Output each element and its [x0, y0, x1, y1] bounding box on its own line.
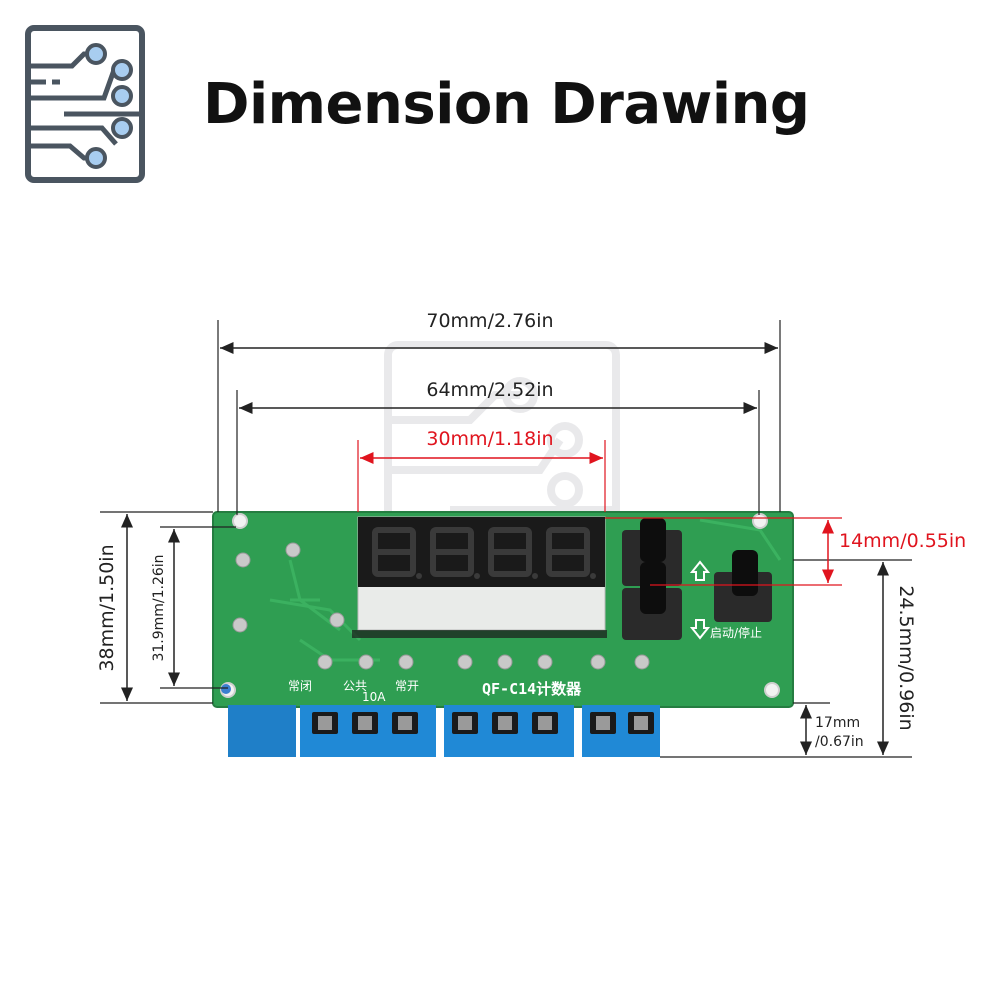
- down-arrow-icon: [689, 619, 711, 640]
- up-arrow-icon: [689, 560, 711, 581]
- up-button: [622, 518, 682, 586]
- dim-label-terminal-in: /0.67in: [815, 734, 864, 750]
- dim-label-width-total: 70mm/2.76in: [426, 310, 553, 332]
- label-normally-open: 常开: [395, 679, 419, 693]
- dim-label-width-display: 30mm/1.18in: [426, 428, 553, 450]
- label-normally-closed: 常闭: [288, 679, 312, 693]
- circuit-logo-icon: [25, 25, 145, 183]
- label-10a: 10A: [362, 690, 386, 704]
- dim-label-height-holes: 31.9mm/1.26in: [151, 554, 167, 661]
- dim-label-height-buttons: 14mm/0.55in: [839, 530, 966, 552]
- down-button: [622, 562, 682, 640]
- led-display: [352, 516, 607, 638]
- label-common: 公共: [343, 679, 367, 693]
- dim-label-terminal-mm: 17mm: [815, 715, 860, 731]
- dim-label-height-right: 24.5mm/0.96in: [895, 585, 917, 730]
- pcb-board: 启动/停止 常闭 公共 10A 常开 QF-C14计数器: [212, 511, 794, 708]
- board-model-label: QF-C14计数器: [482, 680, 582, 698]
- page-title: Dimension Drawing: [203, 72, 810, 137]
- dim-label-width-holes: 64mm/2.52in: [426, 379, 553, 401]
- start-stop-label: 启动/停止: [710, 625, 762, 640]
- dim-label-height-total: 38mm/1.50in: [96, 544, 118, 671]
- terminal-blocks: [228, 705, 660, 757]
